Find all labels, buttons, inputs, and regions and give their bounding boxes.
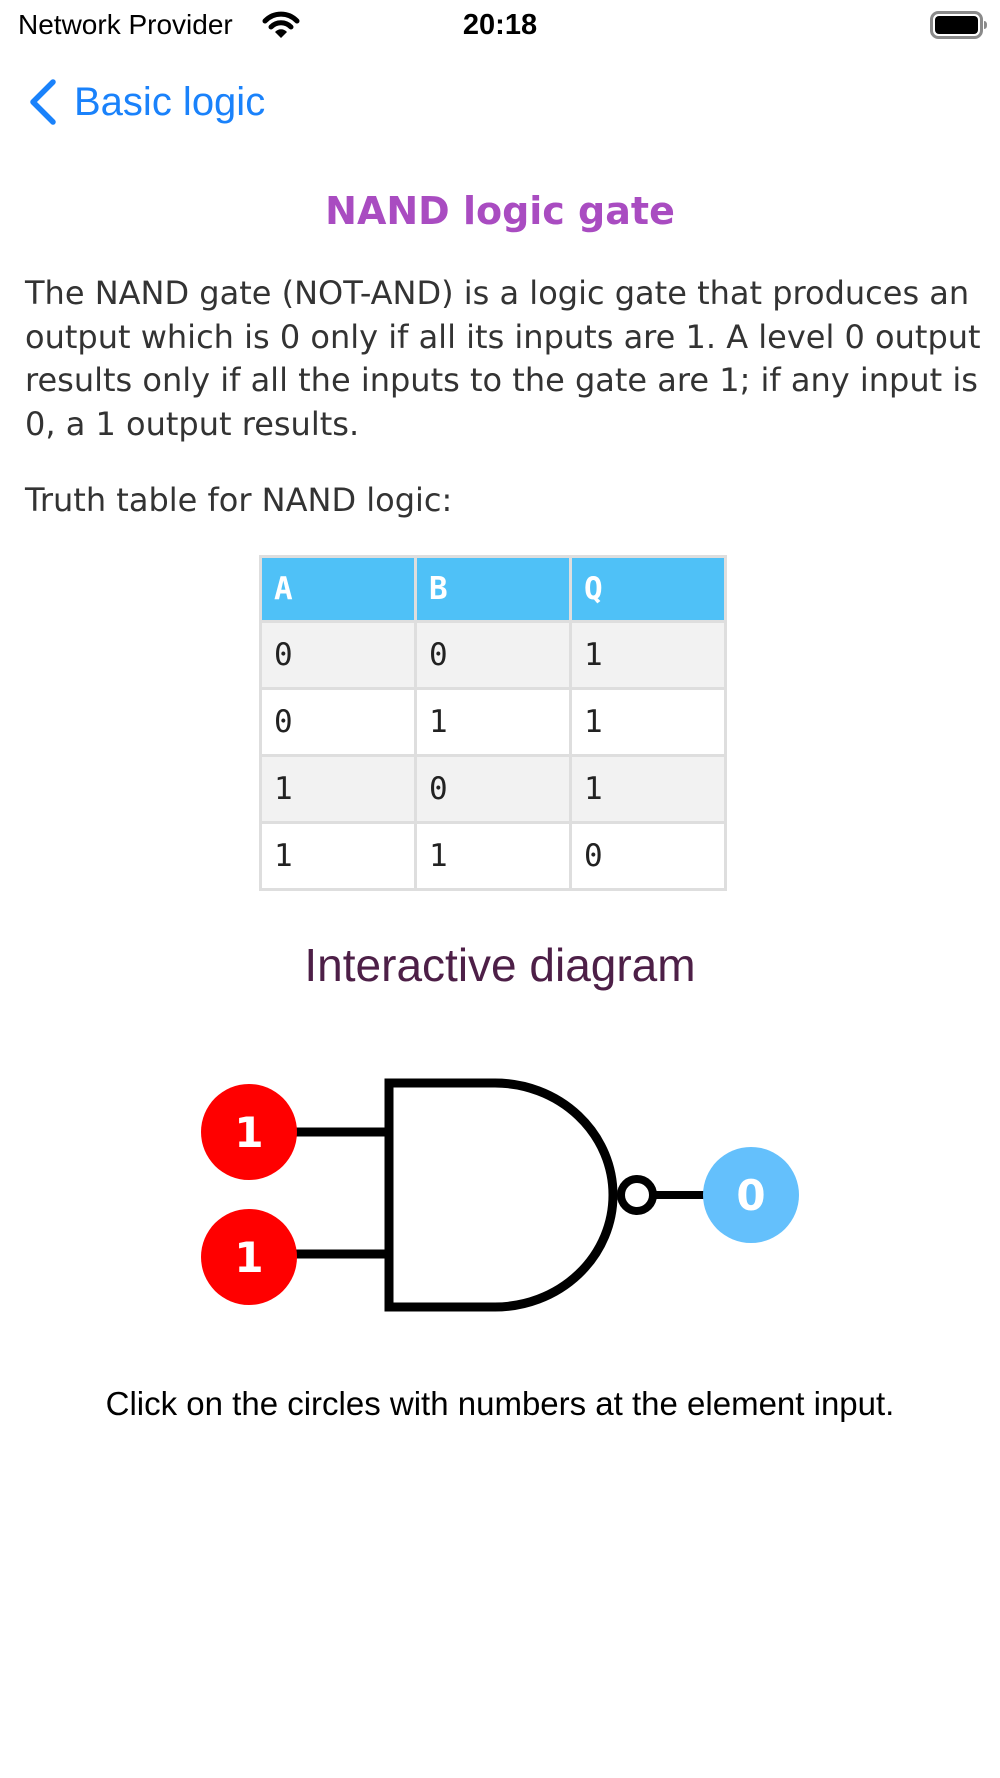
table-cell: 1 [259, 821, 417, 891]
wifi-icon [262, 11, 300, 38]
column-header-q: Q [569, 555, 727, 623]
diagram-title: Interactive diagram [304, 939, 696, 991]
column-header-b: B [414, 555, 572, 623]
status-time: 20:18 [462, 9, 538, 41]
table-cell: 1 [414, 821, 572, 891]
back-button-label: Basic logic [74, 80, 266, 124]
table-cell: 1 [569, 620, 727, 690]
status-carrier: Network Provider [18, 9, 233, 40]
table-cell: 0 [259, 620, 417, 690]
table-cell: 0 [414, 620, 572, 690]
input-a-toggle[interactable]: 1 [201, 1084, 297, 1180]
table-row: 0 0 1 [259, 620, 727, 690]
input-b-circle[interactable] [201, 1209, 297, 1305]
table-cell: 0 [259, 687, 417, 757]
page-title: NAND logic gate [325, 189, 675, 233]
input-b-value: 1 [234, 1233, 263, 1282]
back-button[interactable]: Basic logic [26, 76, 265, 128]
output-value: 0 [736, 1171, 765, 1220]
table-cell: 1 [569, 754, 727, 824]
column-header-a: A [259, 555, 417, 623]
truth-table: A B Q 0 0 1 0 1 1 1 0 1 1 1 0 [259, 555, 727, 891]
table-header-row: A B Q [259, 555, 727, 623]
table-row: 0 1 1 [259, 687, 727, 757]
input-a-value: 1 [234, 1108, 263, 1157]
chevron-left-icon [30, 79, 56, 125]
inversion-bubble [617, 1175, 657, 1215]
truth-table-caption: Truth table for NAND logic: [25, 481, 453, 519]
output-indicator: 0 [703, 1147, 799, 1243]
output-circle [703, 1147, 799, 1243]
battery-full-icon [930, 11, 987, 39]
nand-gate-diagram: 1 1 0 [201, 1078, 799, 1312]
table-cell: 1 [569, 687, 727, 757]
diagram-hint: Click on the circles with numbers at the… [105, 1385, 895, 1422]
nand-gate-body [384, 1078, 618, 1312]
table-cell: 0 [414, 754, 572, 824]
table-cell: 0 [569, 821, 727, 891]
table-cell: 1 [414, 687, 572, 757]
description-paragraph: The NAND gate (NOT-AND) is a logic gate … [25, 274, 981, 443]
input-b-toggle[interactable]: 1 [201, 1209, 297, 1305]
table-row: 1 1 0 [259, 821, 727, 891]
table-row: 1 0 1 [259, 754, 727, 824]
table-cell: 1 [259, 754, 417, 824]
input-a-circle[interactable] [201, 1084, 297, 1180]
